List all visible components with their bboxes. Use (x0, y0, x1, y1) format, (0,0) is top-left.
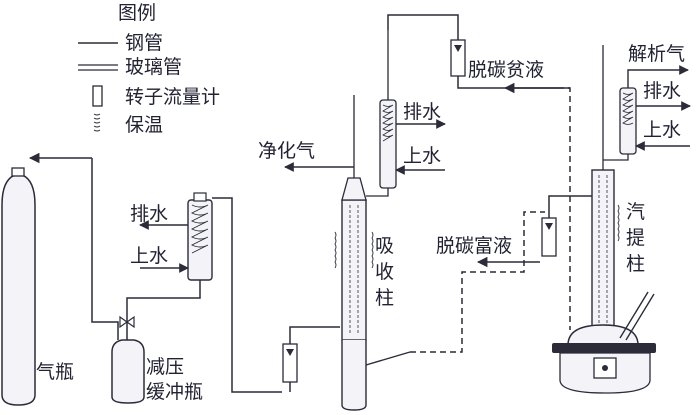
absorption-column-label-1: 吸 (375, 235, 394, 257)
thermometer-tube (619, 291, 649, 339)
desorbed-gas-label: 解析气 (628, 43, 685, 65)
rich-liquid-to-stripper-pipe (548, 195, 596, 218)
desorbed-gas-arrow (627, 65, 689, 88)
absorber-inlet-label: 上水 (403, 145, 441, 167)
buffer-bottle-label-2: 缓冲瓶 (146, 381, 203, 403)
absorber-condenser-coil (382, 104, 394, 142)
gas-cylinder-valve (11, 167, 25, 177)
legend-glass-pipe-label: 玻璃管 (125, 56, 182, 78)
absorber-base-flask (341, 340, 367, 411)
absorption-column-label-3: 柱 (375, 287, 394, 309)
stripping-column: 汽 提 柱 解析气 排水 上水 (552, 43, 691, 394)
rotameter-to-absorber-pipe (289, 326, 340, 344)
buffer-bottle: 减压 缓冲瓶 (111, 306, 203, 404)
left-condenser-drain-label: 排水 (130, 203, 168, 225)
legend-steel-pipe-label: 钢管 (125, 32, 163, 54)
lean-liquid-label: 脱碳贫液 (468, 59, 544, 81)
absorber-insulation-icon (334, 231, 337, 269)
lean-liquid-dashed-line (558, 87, 571, 330)
legend-insulation-label: 保温 (125, 114, 163, 136)
stripping-column-label-1: 汽 (626, 201, 645, 223)
cylinder-to-buffer-pipe (91, 158, 119, 340)
left-condenser-coil (190, 204, 209, 254)
stripping-column-body (591, 169, 615, 331)
stripper-inlet-label: 上水 (643, 119, 681, 141)
left-condenser-cap (193, 192, 207, 202)
heating-mantle-top (552, 343, 656, 353)
condenser-return-tube (366, 188, 389, 197)
absorber-insulation-icon-2 (371, 231, 374, 269)
left-condenser-inlet-label: 上水 (130, 245, 168, 267)
rich-liquid-label: 脱碳富液 (436, 235, 512, 257)
stripper-insulation-icon (617, 204, 620, 242)
stripping-column-label-2: 提 (626, 227, 645, 249)
rich-rotameter-float (545, 223, 553, 230)
purified-gas-label: 净化气 (258, 140, 315, 162)
rich-liquid-dashed-line (410, 211, 545, 353)
legend-insulation-icon (93, 113, 101, 132)
absorption-column-body (341, 199, 367, 341)
gas-cylinder: 气瓶 (1, 167, 74, 406)
buffer-bottle-body (111, 339, 145, 404)
stripper-drain-label: 排水 (643, 80, 681, 102)
stripper-condenser-link (603, 154, 629, 161)
legend-title: 图例 (118, 2, 156, 24)
buffer-to-condenser-pipe (126, 280, 201, 306)
absorber-top-separator (341, 177, 367, 201)
legend: 图例 钢管 玻璃管 转子流量计 保温 (78, 2, 220, 136)
stripper-condenser-jacket (619, 87, 637, 155)
absorber-drain-tube (365, 351, 411, 366)
absorption-column: 吸 收 柱 排水 上水 净化气 (258, 30, 446, 411)
absorber-drain-label: 排水 (403, 101, 441, 123)
lean-liquid-pipe-top (387, 14, 459, 40)
lean-rotameter-float (454, 45, 462, 52)
gas-cylinder-label: 气瓶 (36, 361, 74, 383)
rotameter-float (286, 349, 294, 356)
left-condenser-jacket (187, 199, 213, 281)
buffer-bottle-label-1: 减压 (146, 356, 184, 378)
stripper-condenser-coil (622, 92, 634, 125)
left-condenser: 排水 上水 (130, 192, 213, 281)
stripping-column-label-3: 柱 (626, 253, 645, 275)
heater-knob-icon (602, 365, 608, 371)
absorption-column-label-2: 收 (375, 261, 394, 283)
absorber-condenser-jacket (379, 99, 397, 189)
thermometer-tube-2 (625, 293, 655, 341)
gas-cylinder-body (1, 174, 36, 406)
condenser-to-absorber-pipe (212, 197, 282, 393)
legend-rotameter-icon (92, 85, 103, 107)
legend-rotameter-label: 转子流量计 (125, 86, 220, 108)
